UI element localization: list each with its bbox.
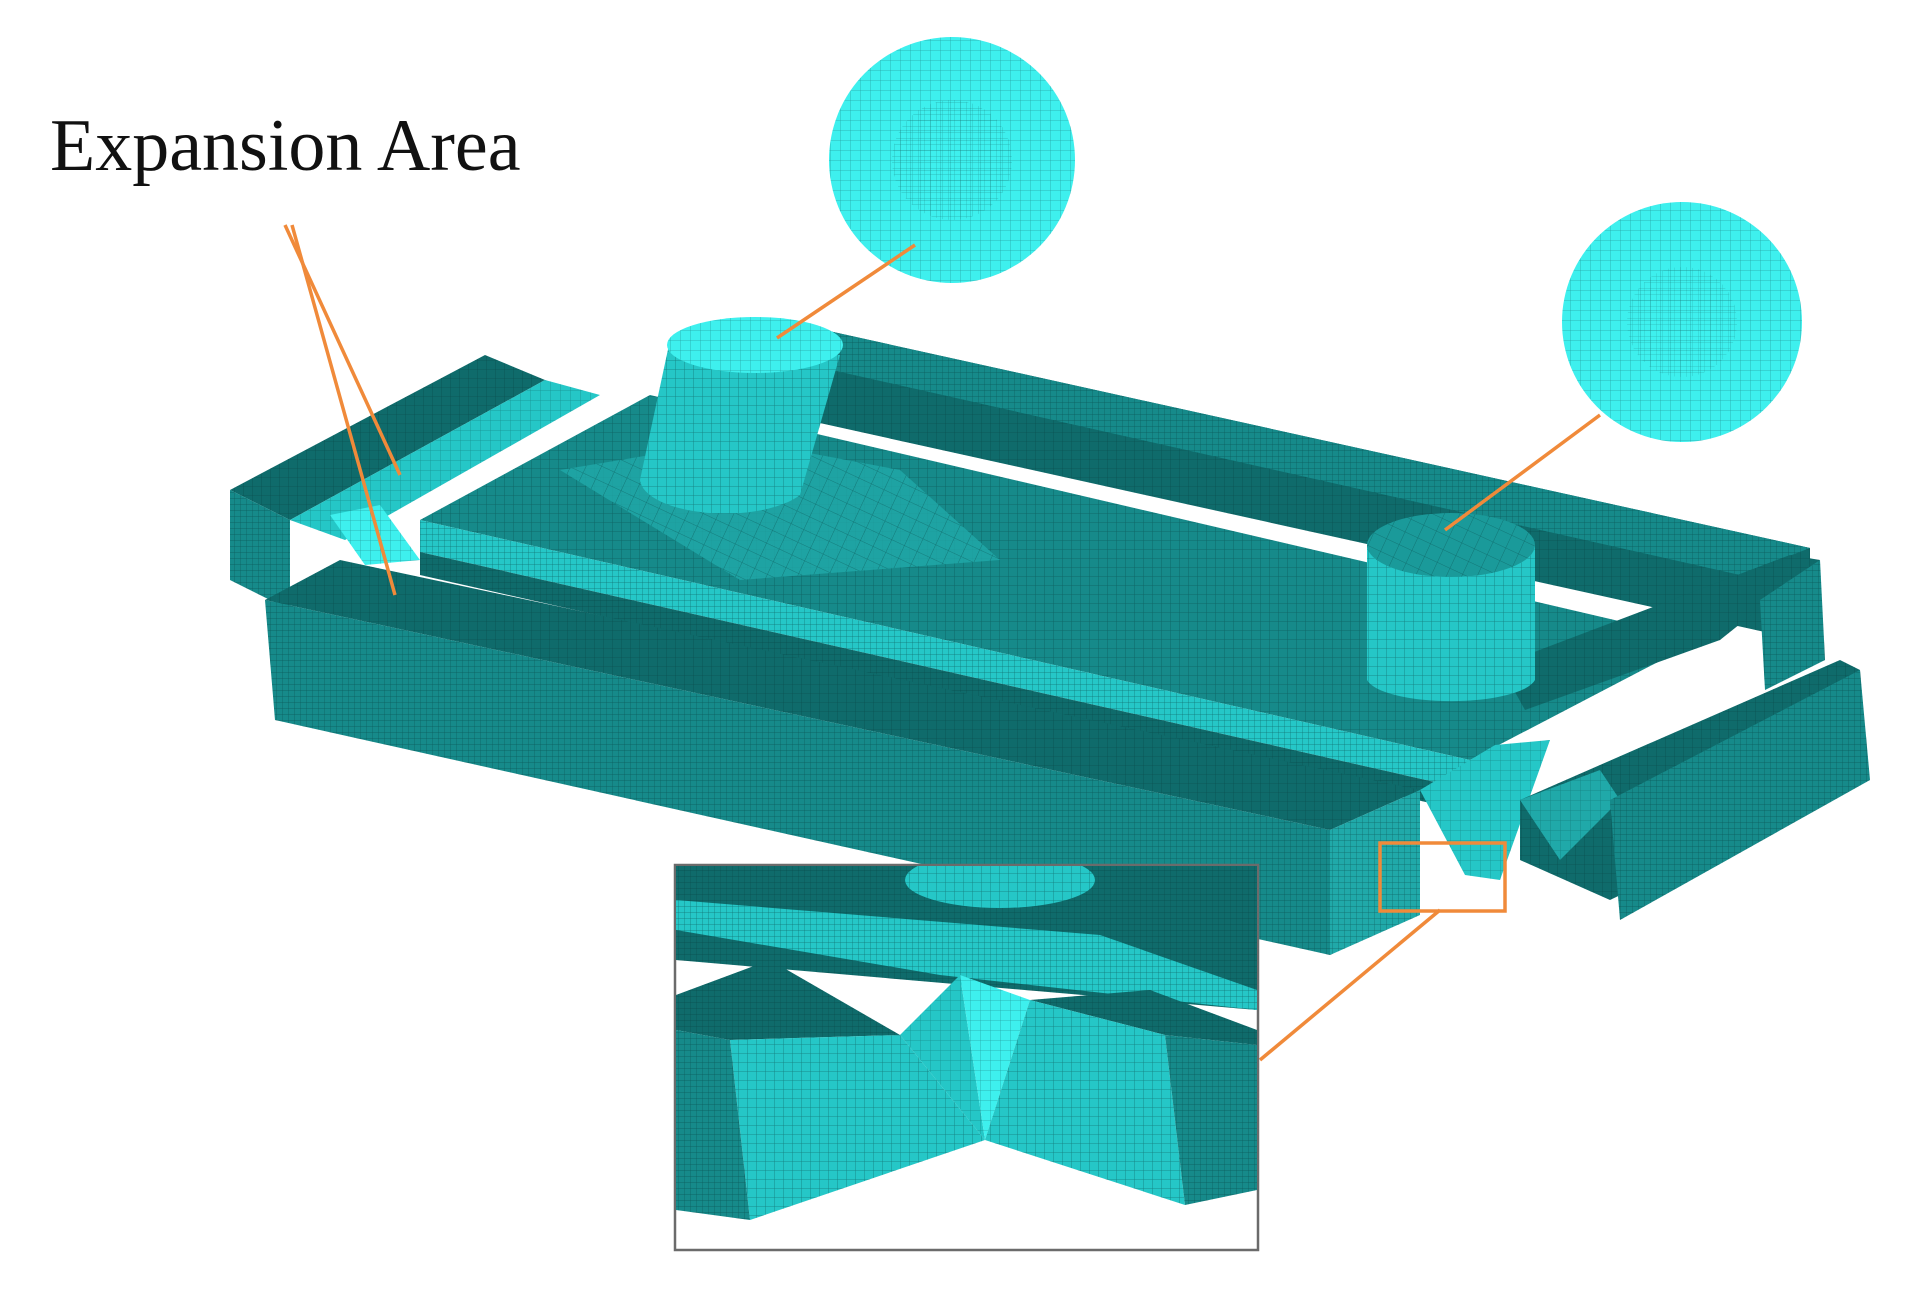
front-right-pad [1420,660,1870,920]
right-cylinder [1367,513,1535,702]
right-cylinder-top-view [1562,202,1802,442]
left-cylinder-top-view [829,37,1075,283]
left-cylinder [640,317,843,514]
leader-left-cylinder [776,243,916,340]
leader-expansion-front [290,224,397,596]
detail-inset [673,863,1260,1252]
expansion-area-label: Expansion Area [50,105,521,187]
right-pad [1500,555,1825,710]
left-pad [230,355,600,610]
detail-selection-box [1378,841,1507,913]
leader-right-cylinder [1443,413,1602,532]
leader-lines [283,224,1602,1062]
back-rail [690,318,1810,642]
leader-detail [1258,908,1442,1062]
